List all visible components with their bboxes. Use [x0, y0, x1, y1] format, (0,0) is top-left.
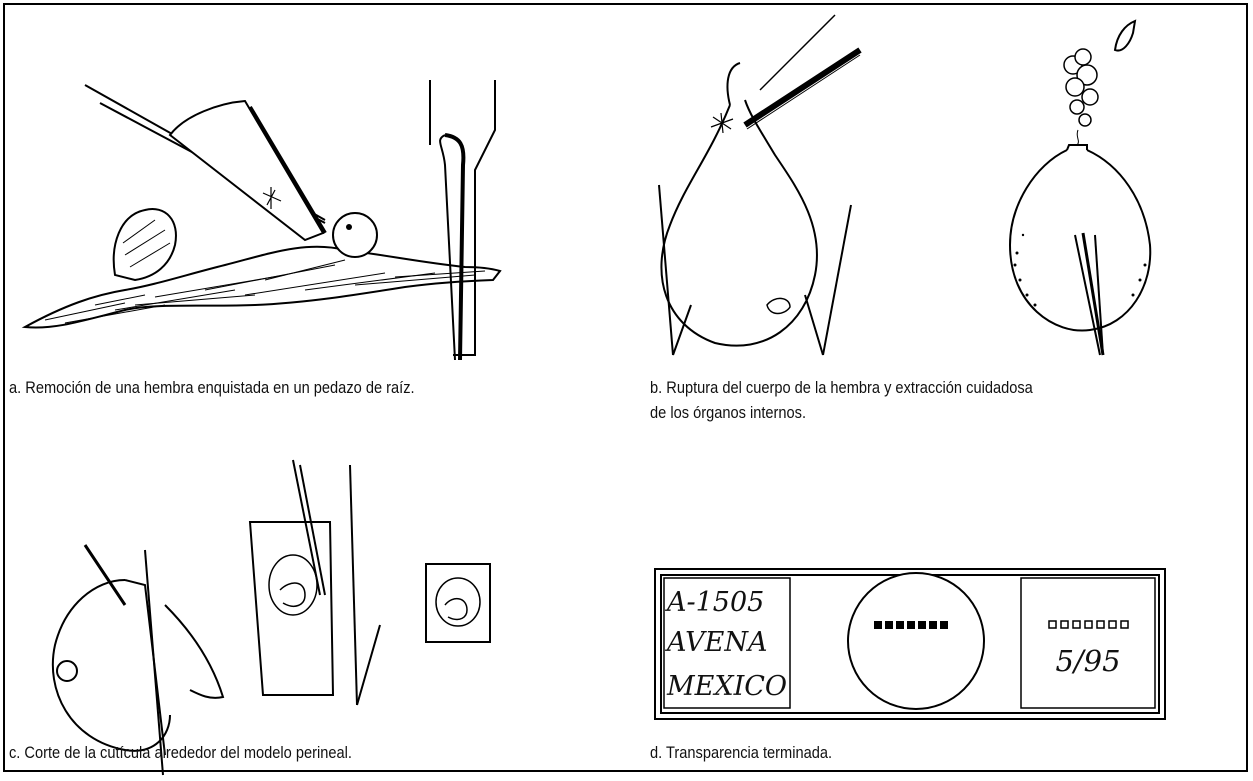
slide-date: 5/95 — [1055, 644, 1120, 678]
caption-a: a. Remoción de una hembra enquistada en … — [9, 378, 415, 397]
slide-label-line-1: A-1505 — [664, 587, 764, 618]
caption-b-line-2: de los órganos internos. — [650, 403, 807, 422]
illustration-cuticle-cut — [51, 459, 491, 776]
caption-d: d. Transparencia terminada. — [650, 743, 833, 762]
illustration-body-rupture — [658, 14, 1152, 356]
figure-frame: A-1505 AVENA MEXICO 5/95 — [3, 3, 1248, 776]
illustration-root-removal — [21, 80, 502, 361]
caption-b-line-1: b. Ruptura del cuerpo de la hembra y ext… — [650, 378, 1033, 397]
finished-slide: A-1505 AVENA MEXICO 5/95 — [654, 568, 1166, 720]
caption-c: c. Corte de la cutícula alrededor del mo… — [9, 743, 352, 762]
slide-label-line-3: MEXICO — [666, 671, 787, 702]
slide-label-line-2: AVENA — [664, 627, 768, 658]
